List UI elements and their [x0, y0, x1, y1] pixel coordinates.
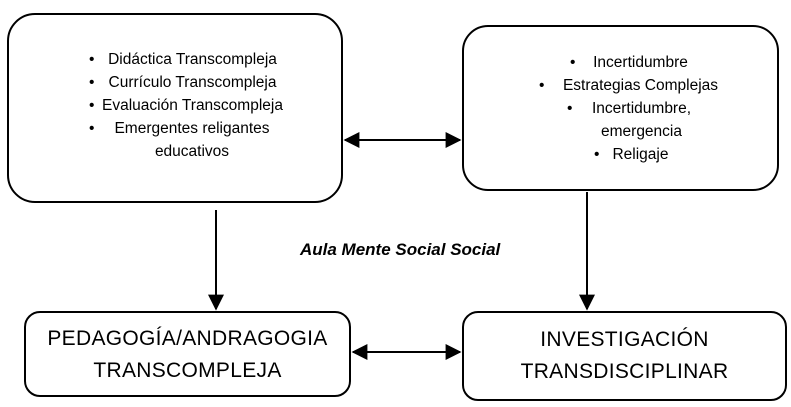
bullet: •	[539, 77, 545, 94]
box-research: INVESTIGACIÓN TRANSDISCIPLINAR	[462, 311, 787, 401]
bullet: •	[89, 74, 95, 91]
pedagogy-line-2: TRANSCOMPLEJA	[93, 359, 282, 382]
complexity-list: • Incertidumbre • Estrategias Complejas …	[464, 51, 777, 166]
list-item-text: Evaluación Transcompleja	[102, 97, 283, 114]
bullet: •	[567, 100, 573, 117]
bullet: •	[89, 97, 95, 114]
bullet: •	[89, 120, 95, 137]
transcomplex-list: • Didáctica Transcompleja • Currículo Tr…	[9, 48, 341, 163]
diagram-caption: Aula Mente Social Social	[300, 240, 501, 259]
box-pedagogy: PEDAGOGÍA/ANDRAGOGIA TRANSCOMPLEJA	[24, 311, 351, 397]
box-complexity-concepts: • Incertidumbre • Estrategias Complejas …	[462, 25, 779, 191]
list-item: • Incertidumbre	[464, 51, 777, 74]
research-label: INVESTIGACIÓN TRANSDISCIPLINAR	[464, 324, 785, 388]
research-line-1: INVESTIGACIÓN	[540, 328, 709, 351]
list-item-text: Didáctica Transcompleja	[108, 51, 277, 68]
box-transcomplex-components: • Didáctica Transcompleja • Currículo Tr…	[7, 13, 343, 203]
list-item: • Evaluación Transcompleja	[9, 94, 341, 117]
research-line-2: TRANSDISCIPLINAR	[520, 360, 729, 383]
bullet: •	[594, 146, 600, 163]
pedagogy-label: PEDAGOGÍA/ANDRAGOGIA TRANSCOMPLEJA	[26, 323, 349, 387]
list-item-text: Incertidumbre	[593, 54, 688, 71]
list-item: • Estrategias Complejas	[464, 74, 777, 97]
list-item: • Currículo Transcompleja	[9, 71, 341, 94]
list-item: • Emergentes religantes educativos	[9, 117, 341, 163]
list-item-text: Incertidumbre, emergencia	[591, 100, 692, 140]
list-item: • Didáctica Transcompleja	[9, 48, 341, 71]
bullet: •	[89, 51, 95, 68]
list-item-text: Emergentes religantes educativos	[114, 120, 270, 160]
list-item-text: Religaje	[612, 146, 669, 163]
list-item-text: Estrategias Complejas	[562, 77, 719, 94]
pedagogy-line-1: PEDAGOGÍA/ANDRAGOGIA	[47, 327, 328, 350]
bullet: •	[570, 54, 576, 71]
list-item: • Religaje	[464, 143, 777, 166]
list-item: • Incertidumbre, emergencia	[464, 97, 777, 143]
list-item-text: Currículo Transcompleja	[108, 74, 277, 91]
